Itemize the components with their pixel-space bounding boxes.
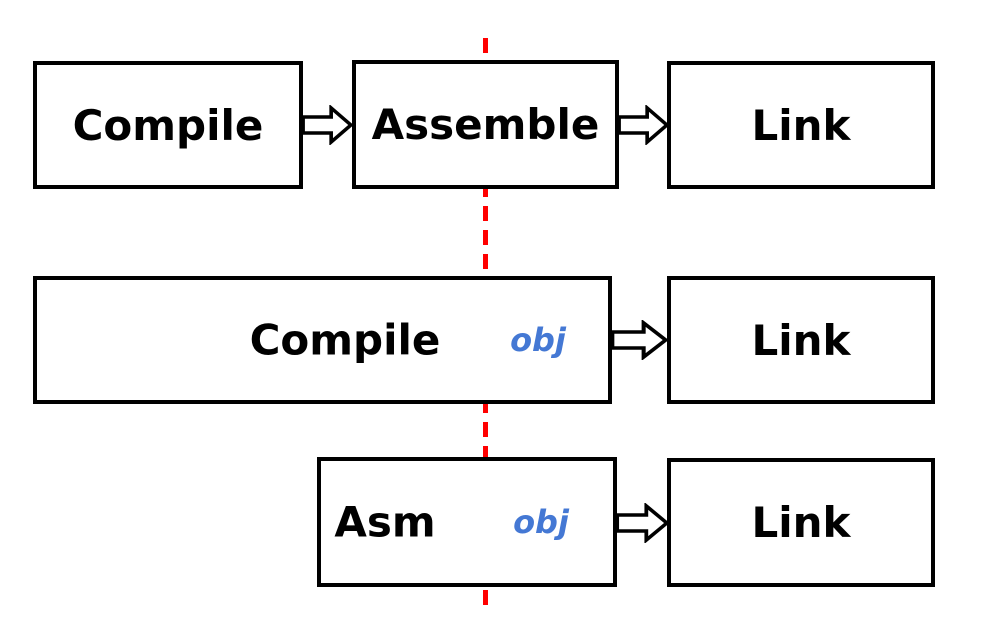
box-link-stage: Link bbox=[667, 61, 935, 189]
arrow-right-icon bbox=[610, 320, 668, 360]
box-label-compile: Compile bbox=[72, 100, 264, 150]
box-assemble-stage: Assemble bbox=[352, 60, 619, 189]
arrow-right-icon bbox=[615, 503, 669, 543]
box-link-stage: Link bbox=[667, 458, 935, 587]
obj-tag-label: obj bbox=[513, 503, 569, 541]
box-label-link: Link bbox=[751, 315, 851, 365]
obj-tag-label: obj bbox=[510, 321, 566, 359]
box-label-link: Link bbox=[751, 100, 851, 150]
arrow-right-icon bbox=[617, 105, 669, 145]
box-asm-stage: Asm obj bbox=[317, 457, 617, 587]
box-compile-stage: Compile bbox=[33, 61, 303, 189]
box-label-link: Link bbox=[751, 498, 851, 547]
box-label-compile: Compile bbox=[249, 315, 441, 365]
box-link-stage: Link bbox=[667, 276, 935, 404]
arrow-right-icon bbox=[301, 105, 353, 145]
box-compile-merged-stage: Compile obj bbox=[33, 276, 612, 404]
box-label-assemble: Assemble bbox=[371, 100, 600, 149]
box-label-asm: Asm bbox=[334, 497, 436, 547]
